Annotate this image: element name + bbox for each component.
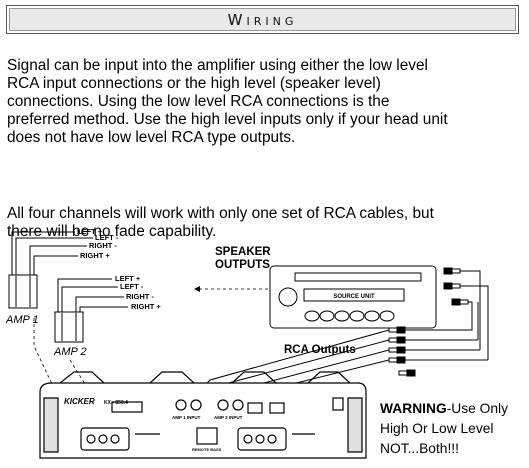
warning-heading: WARNING [380, 401, 447, 416]
warning-note: WARNING-Use Only High Or Low Level NOT..… [380, 399, 529, 459]
warning-text-2: High Or Low Level [380, 421, 494, 436]
amp1-wire-right-minus: RIGHT - [89, 241, 117, 250]
amp1-input-label: AMP 1 INPUT [172, 415, 201, 420]
amp2-label: AMP 2 [54, 346, 87, 358]
amp1-label: AMP 1 [6, 314, 39, 326]
section-header: Wiring [6, 5, 519, 34]
speaker-outputs-label: SPEAKER OUTPUTS [215, 246, 271, 271]
amp-brand-logo: KICKER [64, 397, 95, 406]
amp2-input-label: AMP 2 INPUT [214, 415, 243, 420]
channels-paragraph: All four channels will work with only on… [7, 205, 434, 240]
amp-model: KX - 850.4 [104, 400, 128, 406]
warning-text-3: NOT...Both!!! [380, 441, 459, 456]
rca-plugs-source [443, 267, 469, 306]
section-title: Wiring [227, 10, 298, 29]
amp1-wire-left-plus: LEFT + [77, 227, 103, 236]
warning-text-1: -Use Only [446, 401, 509, 416]
amp1-wire-right-plus: RIGHT + [80, 251, 110, 260]
amp2-wire-left-minus: LEFT - [120, 282, 144, 291]
remote-bass-label: REMOTE BASS [192, 447, 222, 452]
intro-paragraph: Signal can be input into the amplifier u… [7, 57, 448, 146]
source-unit-label: SOURCE UNIT [333, 294, 375, 300]
amp1-wire-left-minus: LEFT - [95, 233, 119, 242]
amp2-wire-right-plus: RIGHT + [131, 302, 161, 311]
amp1-harness [8, 231, 93, 309]
amp2-harness [54, 278, 128, 343]
rca-outputs-label: RCA Outputs [284, 344, 356, 356]
amp2-wire-right-minus: RIGHT - [126, 292, 154, 301]
amplifier [39, 371, 367, 459]
source-unit [269, 265, 437, 329]
amp2-wire-left-plus: LEFT + [115, 274, 141, 283]
